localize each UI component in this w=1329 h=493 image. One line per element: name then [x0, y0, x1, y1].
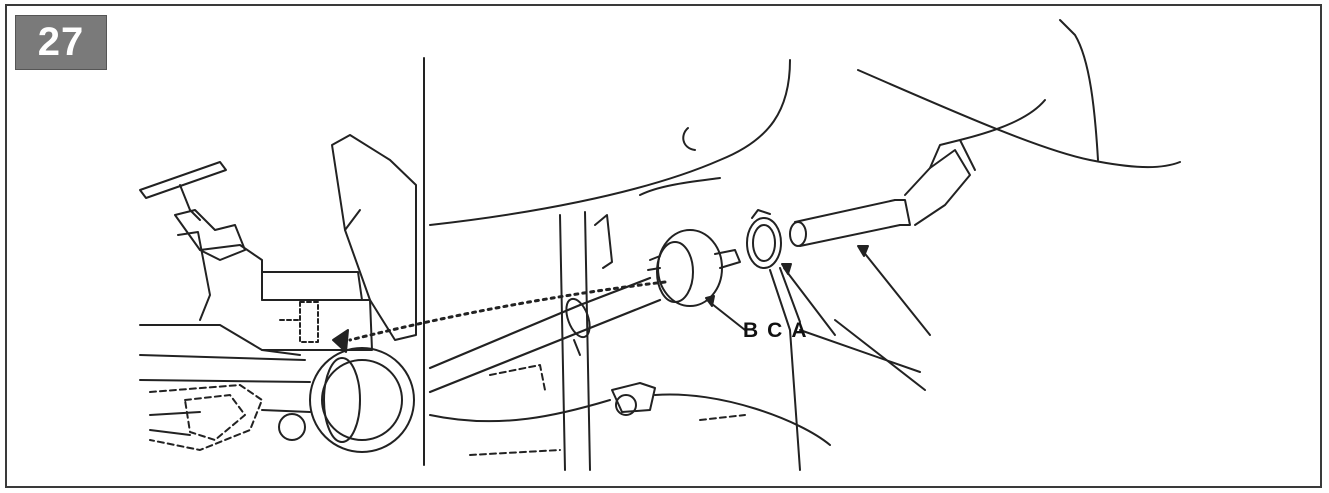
callout-a-leader [861, 249, 931, 336]
hose-clamp-icon [746, 209, 782, 269]
fuel-hose-section-icon [789, 139, 976, 247]
callout-label-a: A [791, 319, 807, 342]
callout-b-leader [706, 299, 746, 331]
fuel-filter-icon [647, 229, 741, 307]
callout-c-leader [783, 267, 836, 336]
callout-label-c: C [767, 319, 783, 342]
callout-label-b: B [743, 319, 759, 342]
rear-wheel-icon [309, 347, 415, 453]
callout-labels: B C A [743, 319, 807, 343]
steering-wheel-icon [139, 161, 227, 199]
riding-mower-illustration [139, 134, 417, 453]
location-arrow-icon [332, 329, 349, 353]
seat-icon [331, 134, 417, 341]
fuel-filter-detail-illustration [428, 19, 1181, 471]
housing-marking [682, 127, 696, 151]
figure-number-badge: 27 [15, 15, 107, 70]
